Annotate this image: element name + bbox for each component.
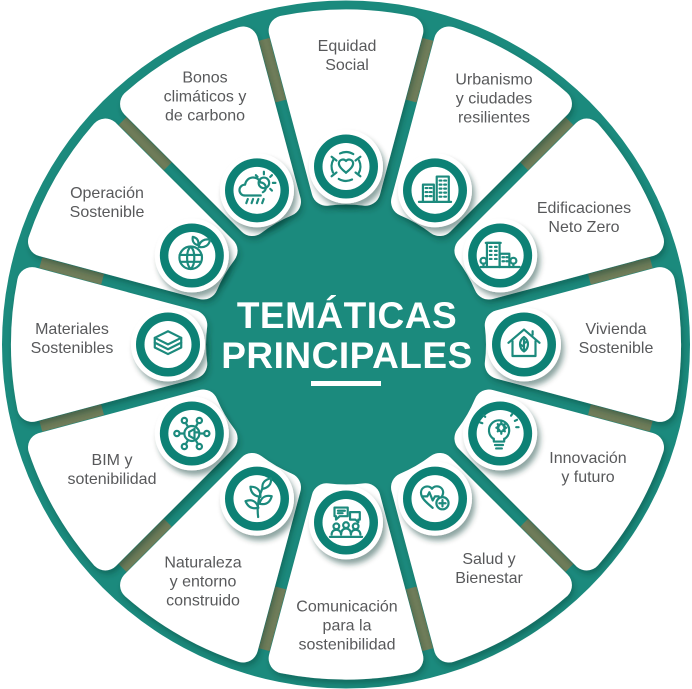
layers-icon <box>131 307 205 382</box>
icon-glyph <box>328 506 364 538</box>
label-line: Edificaciones <box>536 200 632 218</box>
label-line: Comunicación <box>296 598 398 616</box>
icon-face <box>411 166 459 214</box>
icon-glyph <box>479 241 521 269</box>
petal-label-innovacion: Innovación y futuro <box>549 450 626 488</box>
label-line: construido <box>166 592 240 610</box>
petal-label-edificaciones: Edificaciones Neto Zero <box>537 200 631 238</box>
petal-label-salud: Salud y Bienestar <box>455 551 523 589</box>
title-underline <box>311 381 381 386</box>
label-line: Vivienda <box>585 321 647 339</box>
climate-cloud-icon <box>220 153 294 228</box>
label-line: Bonos <box>182 69 228 87</box>
label-line: Materiales <box>35 321 109 339</box>
icon-glyph <box>478 412 520 450</box>
divider-accent <box>39 257 105 285</box>
label-line: y ciudades <box>455 90 533 108</box>
petal-label-materiales: Materiales Sostenibles <box>31 321 114 359</box>
icon-face <box>168 410 216 457</box>
icon-face <box>322 143 370 190</box>
label-line: Operación <box>70 185 144 203</box>
petal-label-bim: BIM y sotenibilidad <box>68 452 157 490</box>
label-line: Sostenibles <box>30 340 114 357</box>
icon-glyph <box>153 330 183 356</box>
icon-glyph <box>173 416 211 451</box>
petal-label-equidad-social: Equidad Social <box>318 38 377 76</box>
divider-accent <box>258 37 287 103</box>
title-line-1: TEMÁTICAS <box>236 295 458 337</box>
idea-gear-bulb-icon <box>463 396 538 471</box>
petal-label-bonos: Bonos climáticos y de carbono <box>164 70 247 127</box>
icon-medallions <box>131 129 561 560</box>
icon-glyph <box>244 477 273 519</box>
divider-accent <box>587 257 653 285</box>
divider-accent <box>118 117 172 171</box>
label-line: sotenibilidad <box>67 471 157 488</box>
divider-accent <box>39 404 105 432</box>
label-line: y entorno <box>169 573 237 591</box>
icon-glyph <box>178 235 212 271</box>
petal-label-comunicacion: Comunicación para la sostenibilidad <box>296 599 397 656</box>
divider-accent <box>405 37 434 103</box>
label-line: Bienestar <box>455 570 523 587</box>
label-line: Neto Zero <box>548 219 620 236</box>
label-line: Naturaleza <box>164 554 242 572</box>
icon-glyph <box>419 485 450 511</box>
label-line: Sostenible <box>69 204 145 221</box>
label-line: para la <box>322 617 372 635</box>
petal-label-urbanismo: Urbanismo y ciudades resilientes <box>455 72 532 129</box>
label-line: resilientes <box>457 109 531 127</box>
label-line: de carbono <box>164 107 246 125</box>
heart-health-icon <box>398 461 472 536</box>
label-line: Innovación <box>549 450 627 468</box>
icon-glyph <box>330 151 362 182</box>
divider-accent <box>405 586 434 652</box>
label-line: Equidad <box>317 38 377 56</box>
label-line: Sostenible <box>578 340 654 357</box>
divider-accents <box>39 37 653 652</box>
network-icon <box>154 396 229 471</box>
wheel-title: TEMÁTICAS PRINCIPALES <box>221 296 473 376</box>
label-line: climáticos y <box>163 88 247 106</box>
label-line: Salud y <box>462 551 516 569</box>
icon-glyph <box>507 328 541 358</box>
label-line: Social <box>325 57 369 74</box>
green-building-icon <box>463 218 538 293</box>
hands-heart-icon <box>309 129 383 204</box>
divider-accent <box>587 404 653 432</box>
leaves-icon <box>220 461 294 536</box>
divider-accent <box>118 518 172 572</box>
globe-leaf-icon <box>154 218 229 293</box>
icon-glyph <box>238 170 277 205</box>
label-line: Urbanismo <box>455 71 533 89</box>
divider-accent <box>520 117 574 171</box>
petal-label-operacion: Operación Sostenible <box>70 185 145 223</box>
title-line-2: PRINCIPALES <box>221 335 473 376</box>
icon-face <box>233 166 281 214</box>
eco-house-icon <box>487 307 561 382</box>
divider-accent <box>258 586 287 652</box>
petal-label-naturaleza: Naturaleza y entorno construido <box>164 555 241 612</box>
icon-face <box>411 475 459 523</box>
city-buildings-icon <box>398 153 472 228</box>
petal-label-vivienda: Vivienda Sostenible <box>579 321 654 359</box>
icon-glyph <box>417 175 453 203</box>
label-line: BIM y <box>91 452 133 470</box>
label-line: y futuro <box>561 469 615 486</box>
label-line: sostenibilidad <box>298 636 396 654</box>
meeting-chat-icon <box>309 485 383 560</box>
icon-face <box>476 410 524 457</box>
divider-accent <box>520 518 574 572</box>
